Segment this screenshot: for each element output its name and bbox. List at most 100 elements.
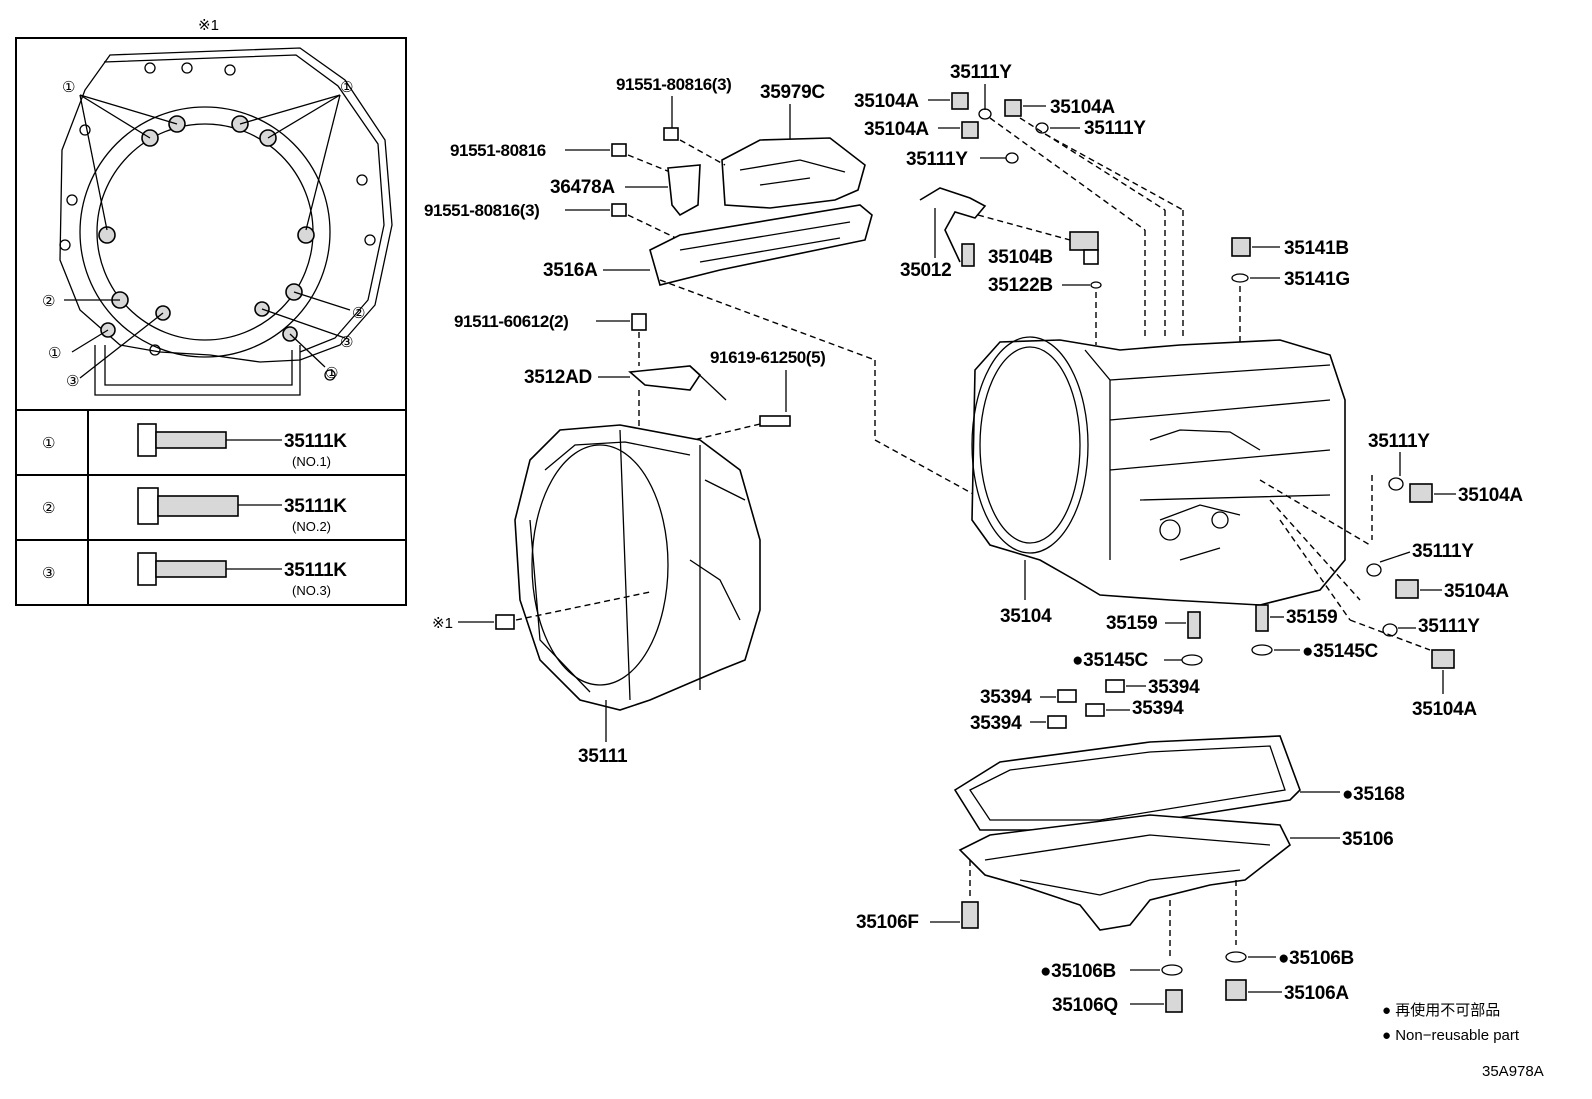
sensor-35012-body — [961, 243, 975, 267]
row-3-part: 35111K — [284, 560, 347, 581]
label-35104A-right-2: 35104A — [1444, 581, 1509, 602]
bolt-no2-shank — [157, 495, 239, 517]
bolt-91551-top-drawing — [663, 127, 679, 141]
label-35111Y-mid-left: 35111Y — [906, 149, 968, 170]
callout-1-bottom-left: ① — [48, 345, 61, 362]
bolt-91551-drawing — [611, 143, 627, 157]
seal-35145C-right-drawing — [1251, 644, 1273, 656]
plug-35104A-right-1-drawing — [1409, 483, 1433, 503]
label-35012: 35012 — [900, 260, 951, 281]
label-35111Y-top: 35111Y — [950, 62, 1012, 83]
o-ring-right-1-drawing — [1388, 477, 1404, 491]
label-35111Y-right-1: 35111Y — [1368, 431, 1430, 452]
bracket-3512AD-drawing — [628, 365, 702, 391]
sensor-35104B-drawing — [1069, 231, 1099, 251]
spring-35159-left-drawing — [1187, 611, 1201, 639]
label-35168: ●35168 — [1342, 784, 1405, 805]
label-3516A: 3516A — [543, 260, 598, 281]
label-35111Y-right-2: 35111Y — [1412, 541, 1474, 562]
gasket-35122B-drawing — [1090, 281, 1102, 289]
sensor-35104B-stem — [1083, 249, 1099, 265]
bolt-note-1-drawing — [495, 614, 515, 630]
bolt-no1-shank — [155, 431, 227, 449]
label-35979C: 35979C — [760, 82, 825, 103]
gasket-35394-d-drawing — [1047, 715, 1067, 729]
plug-35141B-drawing — [1231, 237, 1251, 257]
label-35394-d: 35394 — [970, 713, 1022, 734]
bolt-no2-head — [137, 487, 159, 525]
seal-35145C-left-drawing — [1181, 654, 1203, 666]
label-35394-a: 35394 — [980, 687, 1032, 708]
label-note-1-bolt: ※1 — [432, 615, 453, 632]
bolt-row-1: ① 35111K (NO.1) — [42, 423, 348, 469]
label-35104A-right-1: 35104A — [1458, 485, 1523, 506]
o-ring-right-3-drawing — [1382, 623, 1398, 637]
label-35145C-left: ●35145C — [1072, 650, 1149, 671]
bell-housing-face-drawing — [59, 47, 393, 396]
row-2-sub: (NO.2) — [292, 519, 331, 534]
transmission-case-35104-drawing — [971, 339, 1346, 606]
row-1-callout: ① — [42, 435, 55, 452]
protector-3516A-drawing — [649, 204, 873, 286]
bracket-36478A-drawing — [667, 164, 701, 217]
label-35111: 35111 — [578, 746, 628, 767]
label-3512AD: 3512AD — [524, 367, 592, 388]
row-1-sub: (NO.1) — [292, 454, 331, 469]
o-ring-top-drawing — [978, 108, 992, 120]
row-1-part: 35111K — [284, 431, 347, 452]
label-35104: 35104 — [1000, 606, 1052, 627]
label-35141G: 35141G — [1284, 269, 1350, 290]
label-35111Y-mid-right: 35111Y — [1084, 118, 1146, 139]
label-35104A-right-3: 35104A — [1412, 699, 1477, 720]
gasket-35394-a-drawing — [1057, 689, 1077, 703]
cover-35979C-drawing — [721, 137, 866, 209]
harness-bracket-group: 91551-80816(3) 35979C 91551-80816 36478A… — [424, 75, 976, 496]
label-91511-60612-2: 91511-60612(2) — [454, 312, 568, 331]
sensor-35012-drawing — [919, 187, 987, 263]
strainer-group: 35159 35159 ●35145C ●35145C 35394 35394 … — [970, 604, 1379, 734]
plug-35104A-right-2-drawing — [1395, 579, 1419, 599]
gasket-35394-b-drawing — [1105, 679, 1125, 693]
o-ring-mid-drawing — [1005, 152, 1019, 164]
callout-2-right: ② — [352, 305, 365, 322]
plug-35106A-drawing — [1225, 979, 1247, 1001]
label-35159-right: 35159 — [1286, 607, 1337, 628]
callout-3-right: ③ — [340, 334, 353, 351]
label-35145C-right: ●35145C — [1302, 641, 1379, 662]
oil-pan-group: ●35168 35106 35106F ●35106B 35106Q ●3510… — [856, 735, 1405, 1016]
label-35106Q: 35106Q — [1052, 995, 1118, 1016]
plug-group-right: 35111Y 35104A 35111Y 35104A 35111Y 35104… — [1366, 431, 1524, 720]
label-35141B: 35141B — [1284, 238, 1349, 259]
label-35394-b: 35394 — [1148, 677, 1200, 698]
bolt-no3-shank — [155, 560, 227, 578]
inset-note-mark: ※1 — [198, 17, 219, 34]
bolt-location-inset: ※1 — [15, 17, 407, 606]
plug-35104A-top-left-drawing — [951, 92, 969, 110]
gasket-35106B-right-drawing — [1225, 951, 1247, 963]
plug-35106Q-drawing — [1165, 989, 1183, 1013]
plug-35104A-top-right-drawing — [1004, 99, 1022, 117]
label-35106F: 35106F — [856, 912, 919, 933]
label-91551-80816-3-mid: 91551-80816(3) — [424, 201, 539, 220]
label-35106B-left: ●35106B — [1040, 961, 1116, 982]
bolt-35106F-drawing — [961, 901, 979, 929]
o-ring-right-2-drawing — [1366, 563, 1382, 577]
gasket-35394-c-drawing — [1085, 703, 1105, 717]
gasket-35106B-left-drawing — [1161, 964, 1183, 976]
callout-1-top-right: ① — [340, 79, 353, 96]
plug-35104A-mid-left-drawing — [961, 121, 979, 139]
callout-3-left: ③ — [66, 373, 79, 390]
plug-35104A-right-3-drawing — [1431, 649, 1455, 669]
o-ring-right-drawing — [1035, 122, 1049, 134]
label-35122B: 35122B — [988, 275, 1053, 296]
label-91619-61250-5: 91619-61250(5) — [710, 348, 825, 367]
legend: ● 再使用不可部品 ● Non−reusable part — [1382, 1002, 1520, 1044]
bolt-91619-drawing — [759, 415, 791, 427]
row-2-callout: ② — [42, 500, 55, 517]
bell-housing-group: 91511-60612(2) 3512AD 91619-61250(5) ※1 … — [432, 312, 826, 767]
label-35111Y-right-3: 35111Y — [1418, 616, 1480, 637]
gasket-35141G-drawing — [1231, 273, 1249, 283]
callout-1-top-left: ① — [62, 79, 75, 96]
row-3-callout: ③ — [42, 565, 55, 582]
